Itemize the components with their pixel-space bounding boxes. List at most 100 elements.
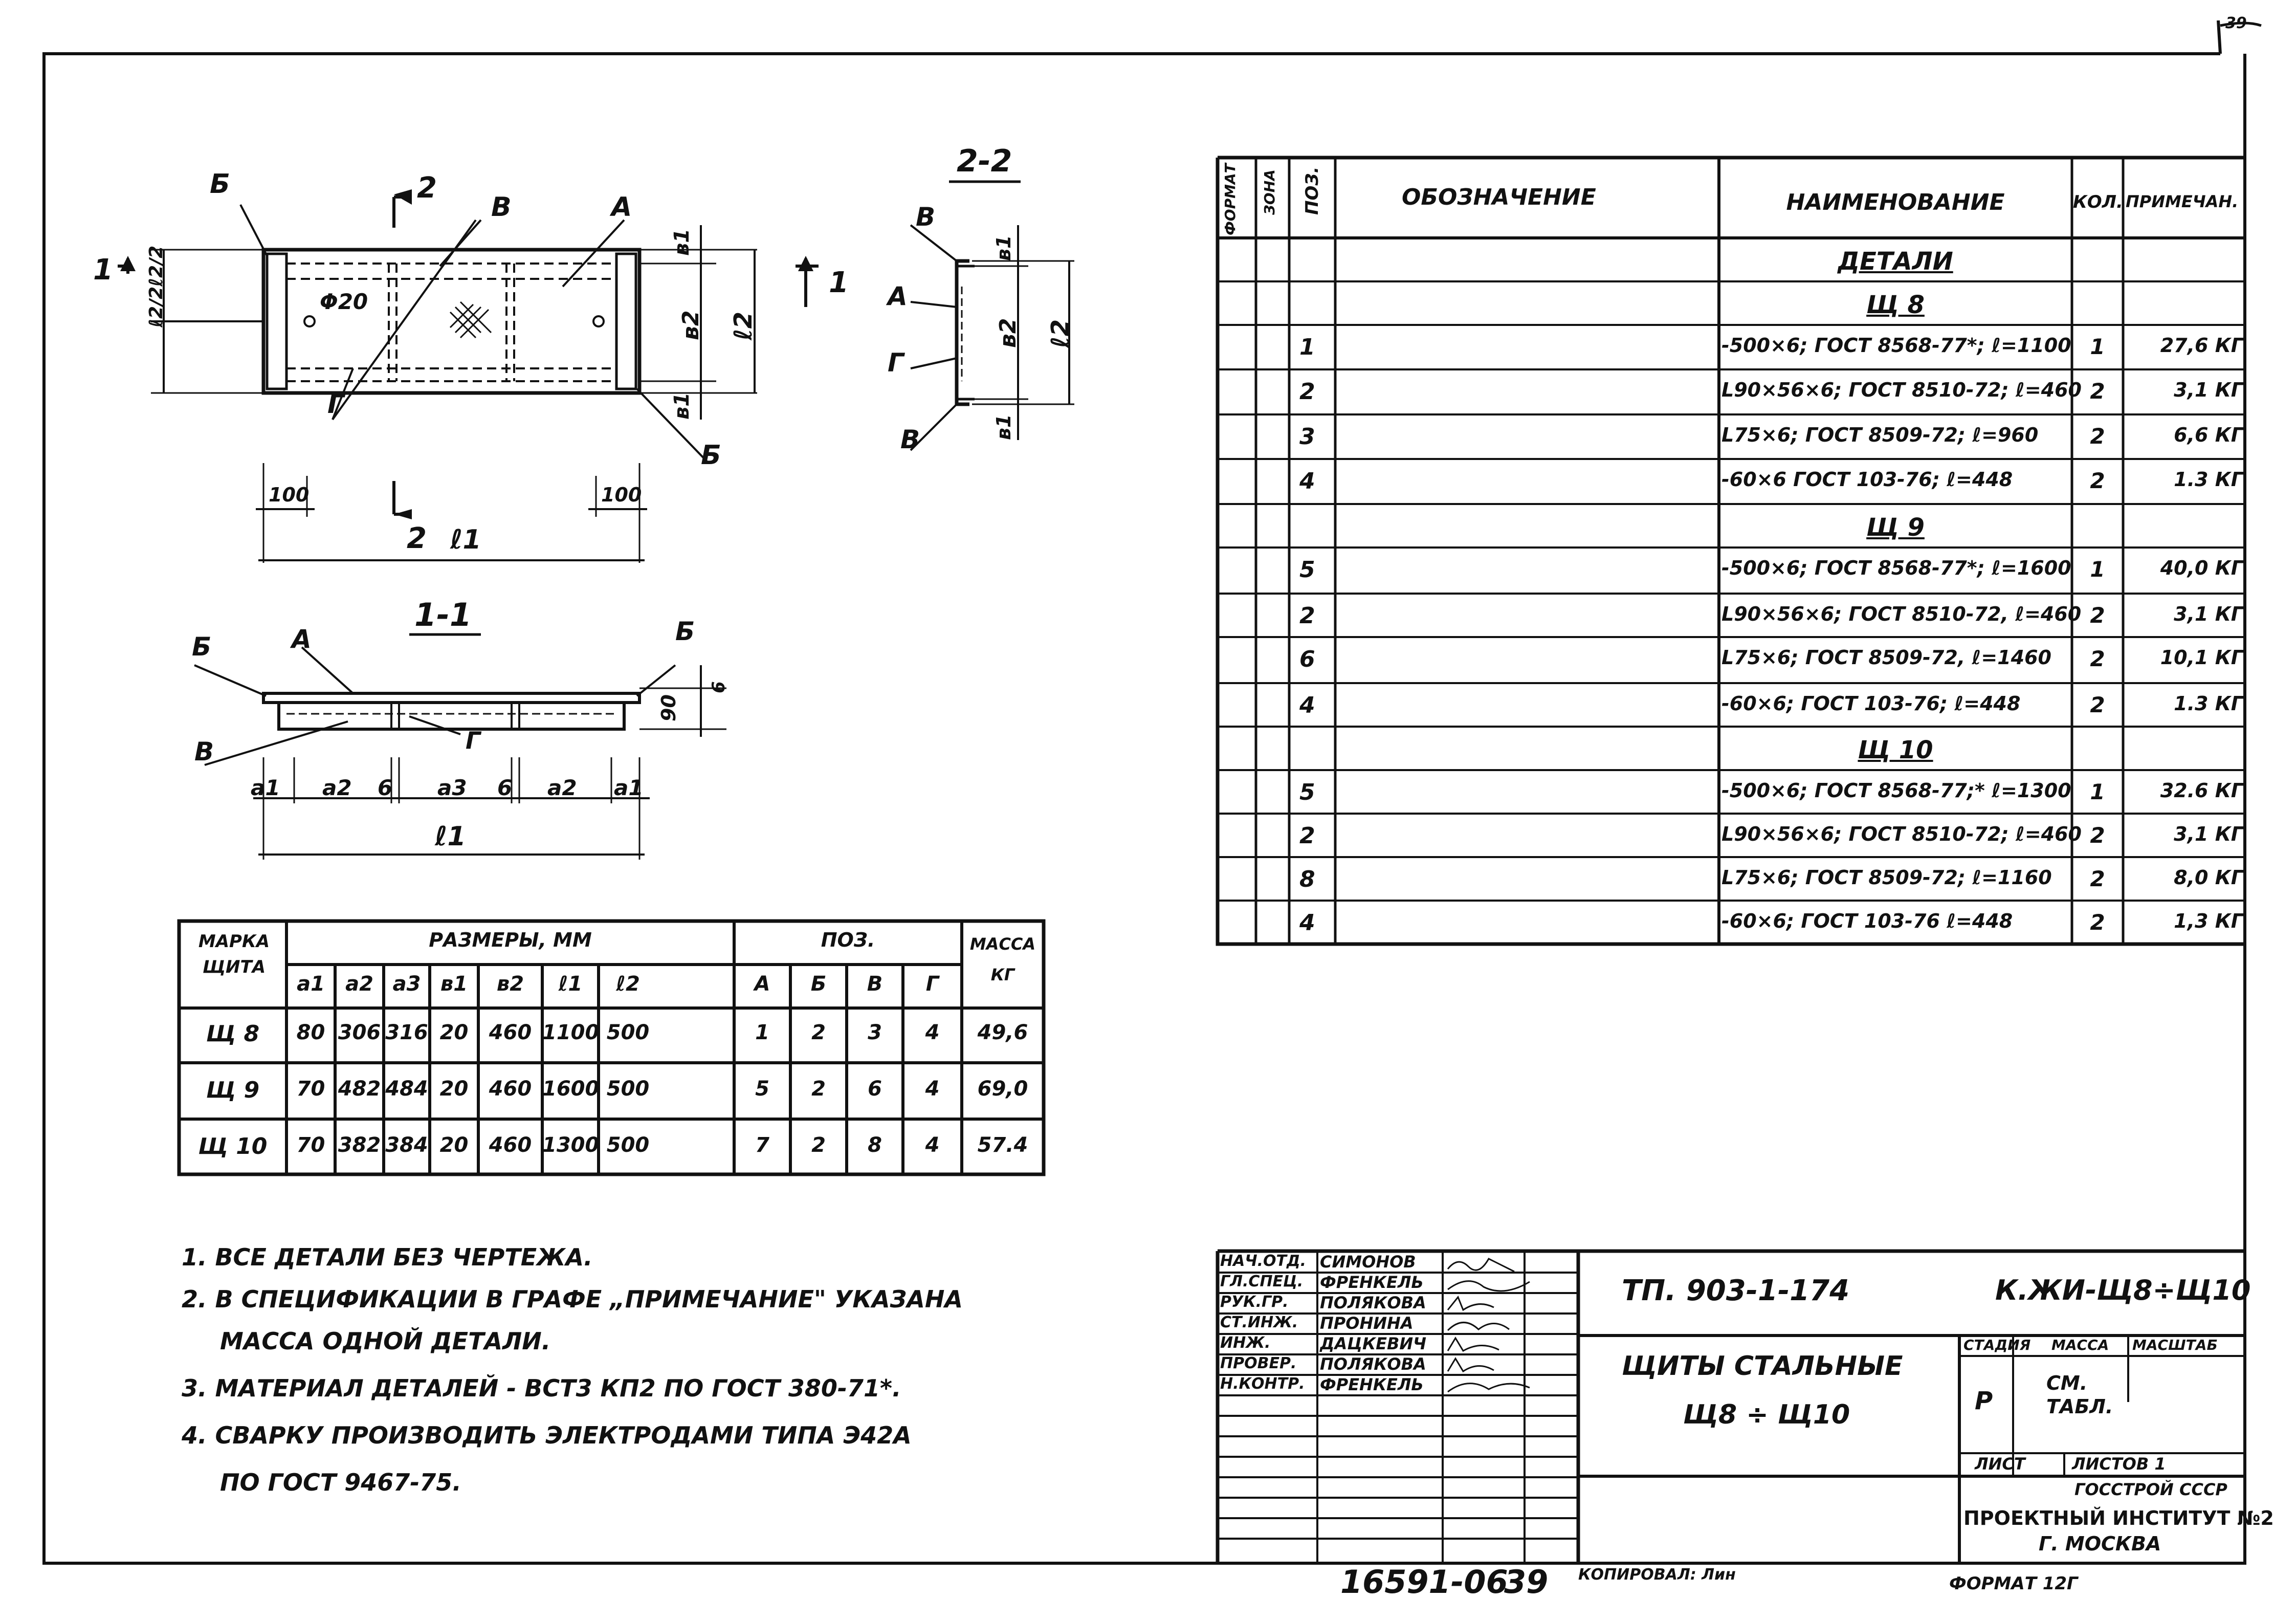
dim-6-right: 6 [497,775,513,800]
stamp-role: ГЛ.СПЕЦ. [1220,1273,1304,1290]
stamp-role: СТ.ИНЖ. [1220,1313,1298,1331]
spec-note: 8,0 КГ [2174,866,2243,889]
spec-section-title: Щ 9 [1866,513,1925,542]
spec-name: L90×56×6; ГОСТ 8510-72, ℓ=460 [1721,603,2082,625]
drawing-title-1: ЩИТЫ СТАЛЬНЫЕ [1622,1351,1903,1382]
dims-cell: 306 [338,1021,381,1044]
spec-pos: 2 [1299,823,1315,849]
mass-value: СМ. ТАБЛ. [2046,1372,2113,1418]
note-4: 4. СВАРКУ ПРОИЗВОДИТЬ ЭЛЕКТРОДАМИ ТИПА Э… [182,1421,912,1449]
org-line-3: Г. МОСКВА [2039,1533,2161,1555]
dims-cell: 4 [925,1077,940,1101]
spec-qty: 2 [2090,910,2105,935]
dim-a1-right: а1 [614,775,644,800]
stamp-name: СИМОНОВ [1320,1252,1416,1272]
stage-value: Р [1975,1387,1993,1415]
label-v-11: В [194,737,214,767]
spec-name: -500×6; ГОСТ 8568-77*; ℓ=1600 [1721,557,2071,579]
spec-pos: 4 [1299,468,1315,494]
label-b-plan-bottom: Б [701,440,721,471]
dims-head-pos: ПОЗ. [821,929,875,951]
dims-row-mark: Щ 10 [198,1133,268,1159]
dims-col-header: а2 [345,972,373,996]
stamp-role: Н.КОНТР. [1220,1375,1305,1393]
spec-name: L75×6; ГОСТ 8509-72, ℓ=1460 [1721,646,2051,669]
dims-cell: 2 [811,1077,826,1101]
spec-qty: 2 [2090,468,2105,493]
dim-100-right: 100 [601,484,642,506]
spec-name: -60×6; ГОСТ 103-76; ℓ=448 [1721,692,2021,715]
dim-a1-left: а1 [251,775,280,800]
spec-section-title: Щ 10 [1858,736,1933,764]
sheet-header: ЛИСТ [1975,1454,2025,1474]
spec-pos: 4 [1299,910,1315,936]
dims-cell: 384 [385,1133,428,1157]
spec-note: 32.6 КГ [2160,779,2243,802]
spec-pos: 4 [1299,692,1315,718]
dims-cell: 4 [925,1021,940,1044]
spec-pos: 1 [1299,334,1315,360]
stamp-role: РУК.ГР. [1220,1293,1289,1311]
dim-e1-11: ℓ1 [435,821,466,852]
dim-a2-right: а2 [547,775,577,800]
spec-note: 3,1 КГ [2174,823,2243,845]
dims-col-header: ℓ2 [616,972,640,996]
section-2-2-title: 2-2 [957,143,1012,179]
dims-cell: 382 [338,1133,381,1157]
dims-cell: 460 [489,1133,532,1157]
spec-note: 1,3 КГ [2174,910,2243,932]
dims-col-header: А [754,972,770,996]
spec-name: -60×6; ГОСТ 103-76 ℓ=448 [1721,910,2013,932]
section-2-2-view [910,180,1074,451]
sheet-frame [42,52,2246,1565]
spec-pos: 5 [1299,557,1315,583]
scale-header: МАСШТАБ [2132,1337,2218,1353]
spec-note: 6,6 КГ [2174,424,2243,446]
spec-pos: 6 [1299,646,1315,672]
org-line-1: ГОССТРОЙ СССР [2074,1480,2227,1499]
label-v-22-top: В [916,202,936,232]
dims-cell: 500 [606,1133,650,1157]
stamp-name: ПОЛЯКОВА [1320,1354,1426,1374]
dims-cell: 1300 [542,1133,600,1157]
dims-cell: 1100 [542,1021,600,1044]
spec-pos: 2 [1299,603,1315,629]
spec-note: 1.3 КГ [2174,692,2243,715]
spec-qty: 2 [2090,823,2105,848]
plan-view [118,195,819,563]
dims-col-header: Г [925,972,939,996]
stamp-name: ФРЕНКЕЛЬ [1320,1273,1424,1292]
note-2-cont: МАССА ОДНОЙ ДЕТАЛИ. [220,1327,551,1355]
dims-cell: 3 [868,1021,882,1044]
corner-mark: 39 [2225,14,2247,32]
note-4-cont: ПО ГОСТ 9467-75. [220,1469,461,1496]
label-b-11-right: Б [675,617,695,646]
label-a-22: А [888,281,908,311]
label-b-11-left: Б [192,632,212,662]
dims-row-mark: Щ 9 [206,1077,260,1103]
dims-cell: 500 [606,1077,650,1101]
spec-note: 3,1 КГ [2174,603,2243,625]
stamp-role: НАЧ.ОТД. [1220,1252,1307,1270]
dims-cell: 80 [296,1021,325,1044]
label-g-plan: Г [327,389,345,420]
spec-qty: 2 [2090,603,2105,628]
arrowheads [120,189,813,519]
hole-label: Φ20 [320,289,368,314]
dims-head-sizes: РАЗМЕРЫ, ММ [429,929,592,951]
dims-cell: 57.4 [977,1133,1028,1157]
dims-col-header: ℓ1 [558,972,583,996]
spec-name: -60×6 ГОСТ 103-76; ℓ=448 [1721,468,2013,491]
page-number: 39 [1504,1563,1549,1601]
spec-note: 27,6 КГ [2160,334,2243,357]
dims-cell: 5 [755,1077,769,1101]
dims-cell: 69,0 [977,1077,1028,1101]
label-v-22-bottom: В [900,425,920,454]
copied-by: КОПИРОВАЛ: Лин [1578,1566,1736,1584]
section-1-1-title: 1-1 [414,596,472,633]
dims-cell: 316 [385,1021,428,1044]
drawing-title-2: Щ8 ÷ Щ10 [1683,1399,1850,1430]
cut-1-right: 1 [829,266,849,299]
